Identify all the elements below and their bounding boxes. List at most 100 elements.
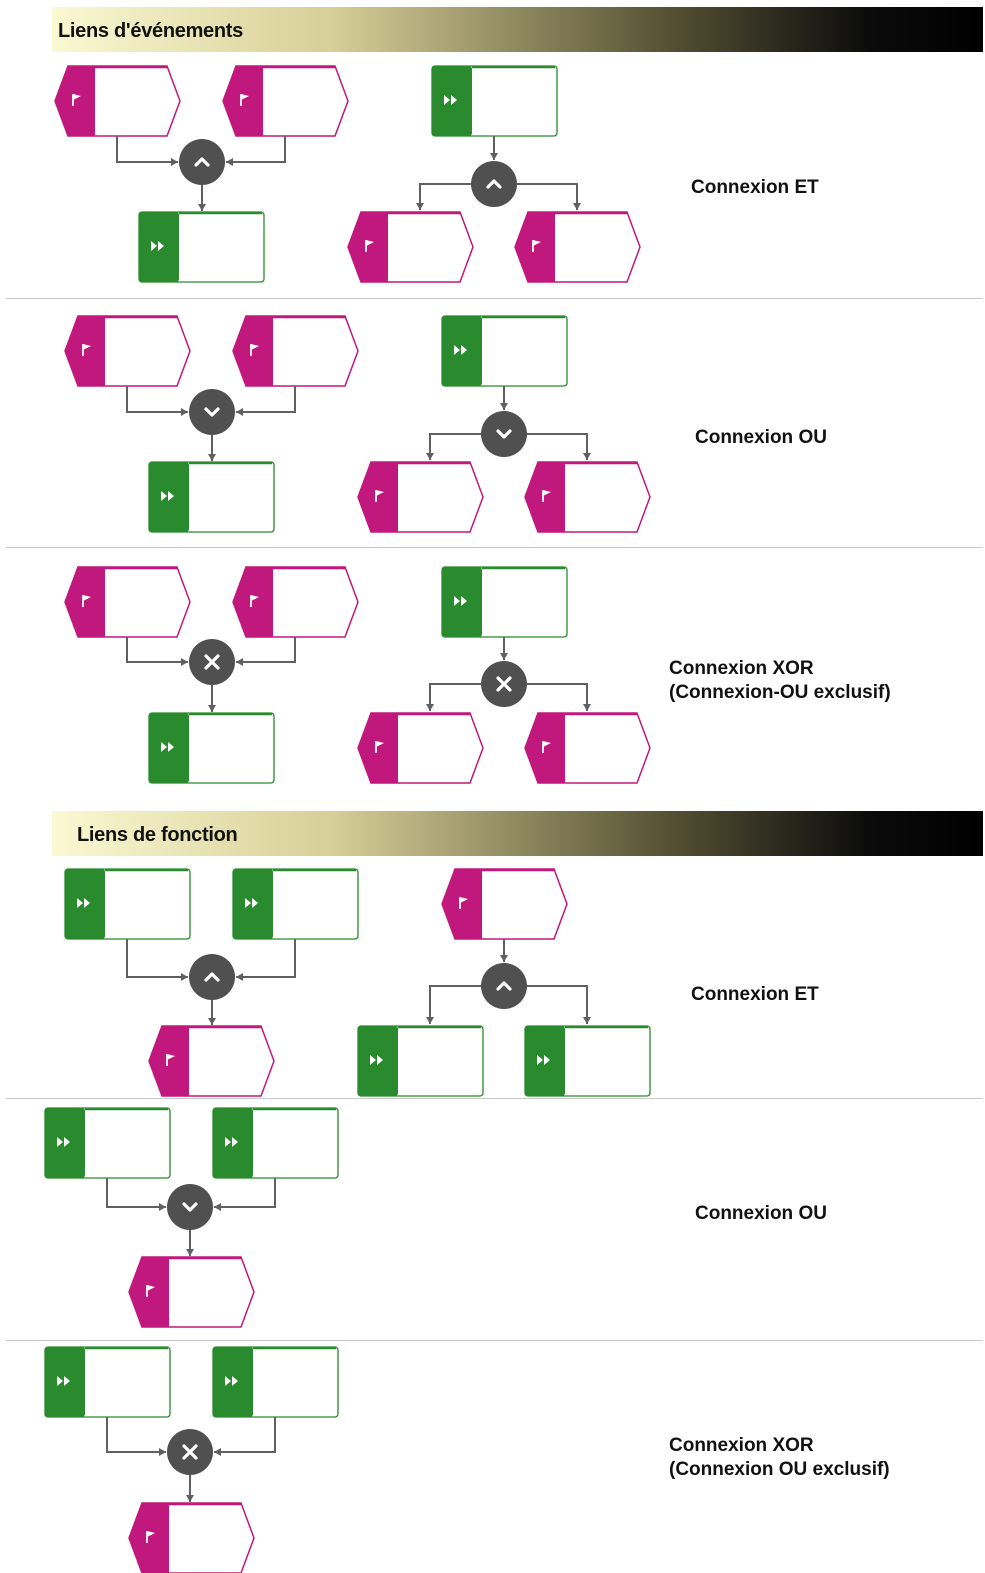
arrowhead [236, 658, 243, 666]
event-color-block [348, 212, 388, 282]
arrowhead [426, 1017, 434, 1024]
row-divider [6, 1098, 983, 1099]
flow-line [226, 136, 286, 163]
section-header-events: Liens d'événements [52, 7, 983, 52]
flag-icon [365, 240, 374, 252]
x-icon [496, 676, 512, 692]
flag-icon [375, 741, 384, 753]
event-shape [222, 65, 349, 137]
arrowhead [583, 453, 591, 460]
event-color-block [149, 1026, 189, 1096]
flag-icon [532, 240, 541, 252]
chevron-down-icon [496, 429, 512, 439]
function-shape [431, 65, 558, 137]
function-shape [441, 566, 568, 638]
row-divider [6, 298, 983, 299]
flag-icon [459, 897, 468, 909]
fast-forward-icon [454, 345, 467, 355]
label-line: Connexion OU [695, 427, 827, 448]
connector-circle [189, 389, 235, 435]
flow-line [429, 985, 481, 1024]
connector-and [189, 954, 235, 1000]
function-shape [148, 712, 275, 784]
arrowhead [186, 1249, 194, 1256]
flow-line [527, 433, 588, 460]
connector-circle [189, 954, 235, 1000]
event-color-block [515, 212, 555, 282]
arrowhead [500, 403, 508, 410]
fast-forward-icon [151, 241, 164, 251]
arrowhead [426, 704, 434, 711]
function-shape [64, 868, 191, 940]
arrowhead [236, 973, 243, 981]
event-color-block [65, 316, 105, 386]
flow-line [527, 683, 588, 711]
connector-xor [189, 639, 235, 685]
fast-forward-icon [57, 1376, 70, 1386]
arrowhead [208, 1018, 216, 1025]
flag-icon [542, 741, 551, 753]
flow-line [116, 136, 178, 163]
connector-or [189, 389, 235, 435]
flag-icon [542, 490, 551, 502]
event-color-block [358, 713, 398, 783]
fast-forward-icon [245, 898, 258, 908]
section-header-functions: Liens de fonction [52, 811, 983, 856]
section-title-events: Liens d'événements [58, 20, 243, 42]
function-shape [524, 1025, 651, 1097]
label-line: Connexion ET [691, 984, 819, 1005]
arrowhead [500, 955, 508, 962]
arrowhead [171, 158, 178, 166]
event-shape [64, 566, 191, 638]
fast-forward-icon [225, 1376, 238, 1386]
fast-forward-icon [161, 491, 174, 501]
connector-circle [179, 139, 225, 185]
fast-forward-icon [370, 1055, 383, 1065]
flow-line [429, 433, 481, 460]
event-shape [64, 315, 191, 387]
arrowhead [159, 1203, 166, 1211]
flow-line [126, 386, 188, 413]
function-shape [232, 868, 359, 940]
connector-circle [481, 411, 527, 457]
function-shape [357, 1025, 484, 1097]
flag-icon [146, 1285, 155, 1297]
flow-line [126, 637, 188, 663]
arrowhead [214, 1448, 221, 1456]
arrowhead [573, 203, 581, 210]
flow-line [419, 183, 471, 210]
arrowhead [236, 408, 243, 416]
event-shape [524, 712, 651, 784]
flag-icon [375, 490, 384, 502]
arrowhead [181, 408, 188, 416]
flag-icon [82, 344, 91, 356]
connector-or [167, 1184, 213, 1230]
flag-icon [146, 1531, 155, 1543]
x-icon [182, 1444, 198, 1460]
event-shape [54, 65, 181, 137]
connector-or [481, 411, 527, 457]
event-color-block [223, 66, 263, 136]
label-line: (Connexion-OU exclusif) [669, 682, 891, 703]
arrowhead [181, 658, 188, 666]
arrowhead [426, 453, 434, 460]
arrowhead [208, 705, 216, 712]
flow-line [106, 1417, 166, 1453]
caret-up-icon [194, 157, 210, 167]
connector-and [471, 161, 517, 207]
connector-and [481, 963, 527, 1009]
event-color-block [129, 1503, 169, 1573]
flag-icon [250, 595, 259, 607]
caret-up-icon [204, 972, 220, 982]
row-label-or-functions: Connexion OU [695, 1202, 827, 1226]
label-line: Connexion ET [691, 177, 819, 198]
flow-line [214, 1178, 276, 1208]
row-divider [6, 547, 983, 548]
connector-circle [167, 1184, 213, 1230]
function-shape [212, 1346, 339, 1418]
event-shape [514, 211, 641, 283]
function-shape [148, 461, 275, 533]
function-shape [441, 315, 568, 387]
function-shape [44, 1107, 171, 1179]
